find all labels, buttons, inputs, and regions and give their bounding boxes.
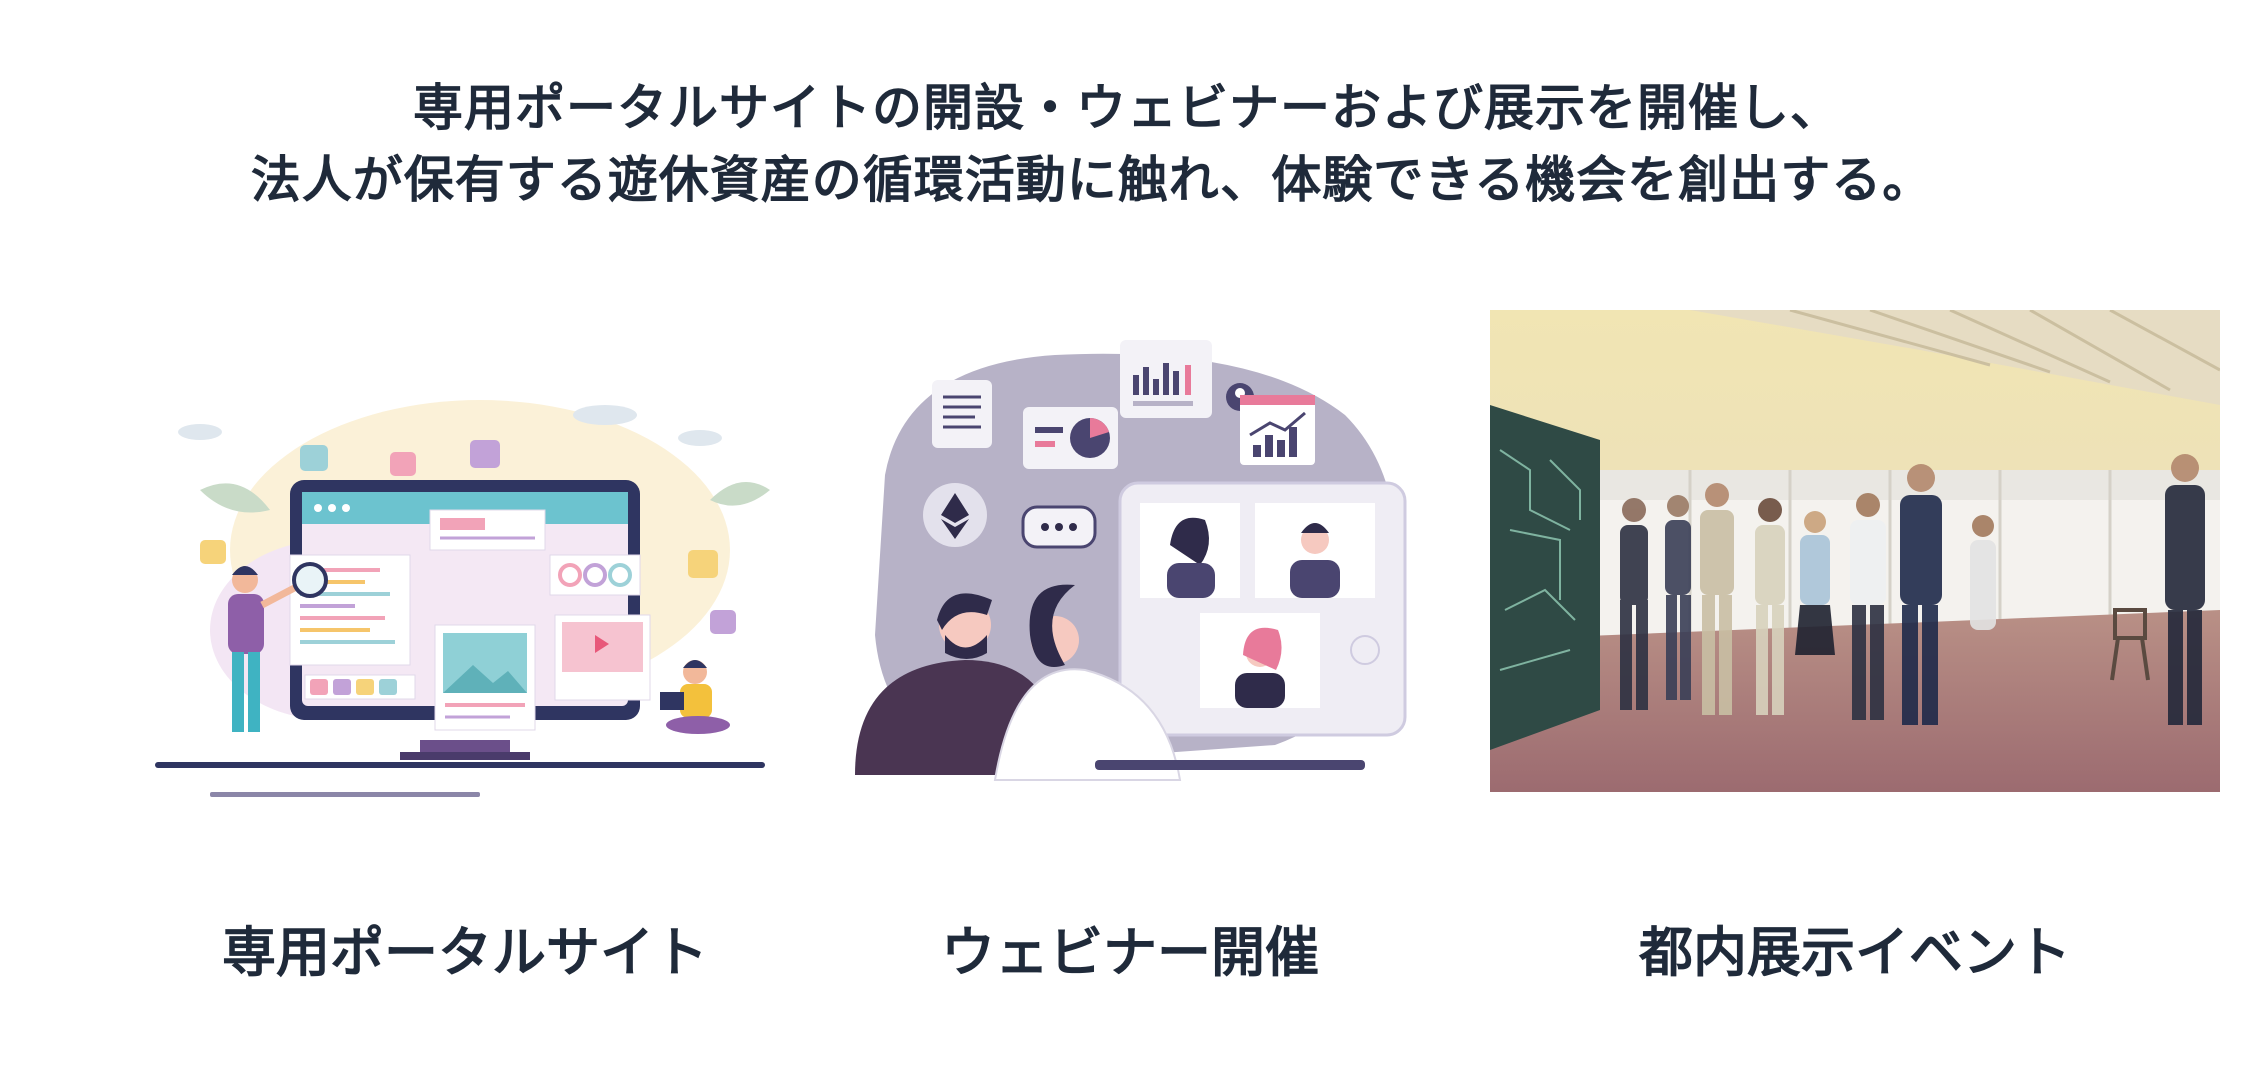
portal-website-illustration — [150, 380, 780, 800]
caption-webinar: ウェビナー開催 — [941, 921, 1319, 984]
headline: 専用ポータルサイトの開設・ウェビナーおよび展示を開催し、 法人が保有する遊休資産… — [0, 72, 2254, 216]
headline-line-1: 専用ポータルサイトの開設・ウェビナーおよび展示を開催し、 — [413, 79, 1841, 137]
caption-portal-site: 専用ポータルサイト — [222, 921, 708, 984]
webinar-illustration — [845, 335, 1415, 795]
exhibition-hall-photo — [1490, 310, 2220, 792]
headline-line-2: 法人が保有する遊休資産の循環活動に触れ、体験できる機会を創出する。 — [250, 151, 1934, 209]
caption-exhibition-event: 都内展示イベント — [1639, 921, 2071, 984]
